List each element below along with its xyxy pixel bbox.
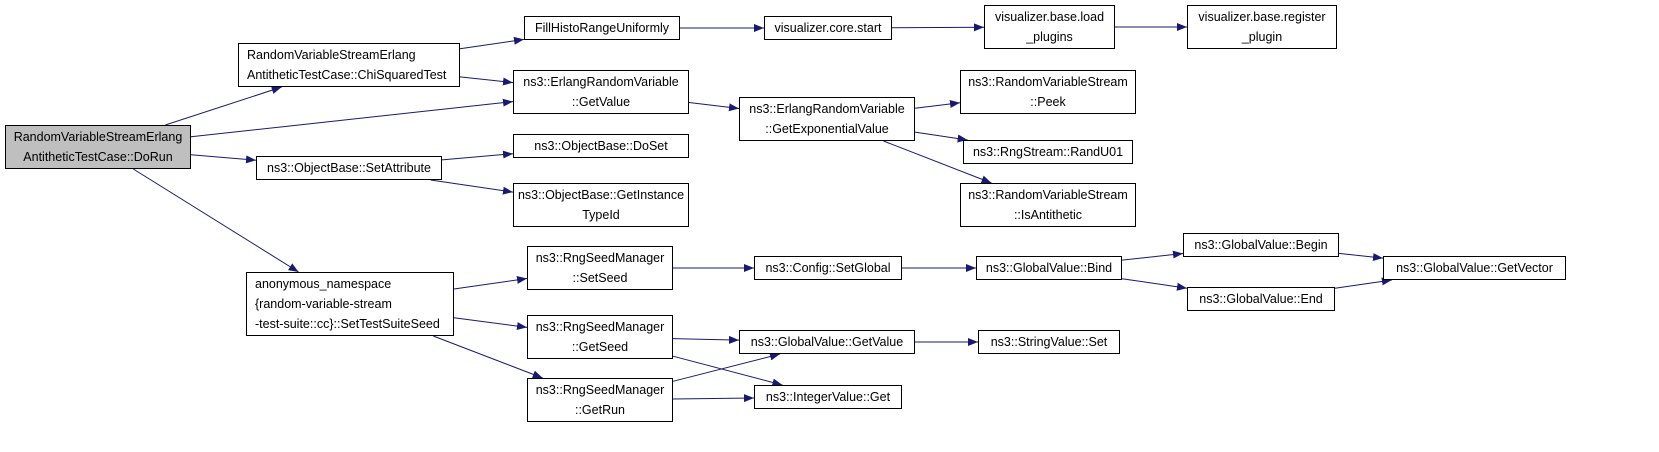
node-label-line: ns3::RngSeedManager xyxy=(535,251,665,265)
node-gv-getvector[interactable]: ns3::GlobalValue::GetVector xyxy=(1383,256,1566,280)
node-isanti[interactable]: ns3::RandomVariableStream::IsAntithetic xyxy=(960,183,1136,227)
node-label-line: ns3::GlobalValue::Begin xyxy=(1194,238,1328,252)
node-label-line: ::GetExponentialValue xyxy=(765,122,889,136)
edge-getexp-to-peek xyxy=(914,100,961,109)
node-label-line: ns3::ObjectBase::DoSet xyxy=(534,139,668,153)
node-label-line: _plugin xyxy=(1241,30,1283,44)
node-setglobal[interactable]: ns3::Config::SetGlobal xyxy=(754,256,902,280)
node-label-line: ::GetSeed xyxy=(571,340,629,354)
edge-anon-to-setseed xyxy=(453,275,528,290)
node-vis-load[interactable]: visualizer.base.load _plugins xyxy=(984,5,1115,49)
node-label-line: {random-variable-stream xyxy=(255,297,392,311)
node-label-line: ns3::RngStream::RandU01 xyxy=(972,145,1124,159)
node-doset[interactable]: ns3::ObjectBase::DoSet xyxy=(513,134,689,158)
edge-gv-end-to-gv-getvector xyxy=(1334,277,1392,289)
node-fillhisto[interactable]: FillHistoRangeUniformly xyxy=(524,16,680,40)
edge-dorun-to-chisq xyxy=(165,86,282,126)
node-getrun[interactable]: ns3::RngSeedManager::GetRun xyxy=(527,378,673,422)
node-label-line: ns3::ErlangRandomVariable xyxy=(523,75,679,89)
edge-setattr-to-doset xyxy=(441,150,514,161)
edge-getexp-to-randu01 xyxy=(914,131,968,143)
node-label-line: ::IsAntithetic xyxy=(1013,208,1083,222)
node-vis-start[interactable]: visualizer.core.start xyxy=(764,16,892,40)
node-randu01[interactable]: ns3::RngStream::RandU01 xyxy=(963,140,1133,164)
edge-getseed-to-gv-getvalue xyxy=(672,335,740,344)
node-label-line: ::Peek xyxy=(1030,95,1066,109)
node-label-line: ns3::ObjectBase::SetAttribute xyxy=(267,161,431,175)
node-label-line: anonymous_namespace xyxy=(255,277,392,291)
node-label-line: ::GetValue xyxy=(571,95,631,109)
node-label-line: ns3::GlobalValue::Bind xyxy=(985,261,1113,275)
node-intget[interactable]: ns3::IntegerValue::Get xyxy=(754,385,902,409)
node-gv-begin[interactable]: ns3::GlobalValue::Begin xyxy=(1183,233,1339,257)
edge-erlang-getvalue-to-getexp xyxy=(688,102,740,112)
node-label-line: ns3::RngSeedManager xyxy=(535,320,665,334)
node-getseed[interactable]: ns3::RngSeedManager::GetSeed xyxy=(527,315,673,359)
edge-setattr-to-getinstance xyxy=(430,179,514,195)
node-label-line: ::GetRun xyxy=(574,403,626,417)
node-label-line: ns3::RngSeedManager xyxy=(535,383,665,397)
node-label-line: ns3::RandomVariableStream xyxy=(968,75,1128,89)
edge-anon-to-getrun xyxy=(433,335,543,379)
node-anon[interactable]: anonymous_namespace {random-variable-stre… xyxy=(246,272,454,336)
edge-dorun-to-setattr xyxy=(190,154,257,164)
node-label-line: _plugins xyxy=(1026,30,1073,44)
node-label-line: -test-suite::cc}::SetTestSuiteSeed xyxy=(255,317,440,331)
node-peek[interactable]: ns3::RandomVariableStream::Peek xyxy=(960,70,1136,114)
node-strset[interactable]: ns3::StringValue::Set xyxy=(978,330,1120,354)
edge-dorun-to-erlang-getvalue xyxy=(190,98,514,138)
node-label-line: RandomVariableStreamErlang xyxy=(13,130,183,144)
node-label-line: ns3::ErlangRandomVariable xyxy=(749,102,905,116)
edge-getrun-to-intget xyxy=(672,394,755,403)
node-vis-register[interactable]: visualizer.base.register _plugin xyxy=(1187,5,1337,49)
node-label-line: visualizer.core.start xyxy=(774,21,882,35)
node-label-line: ns3::IntegerValue::Get xyxy=(765,390,891,404)
node-label-line: FillHistoRangeUniformly xyxy=(534,21,670,35)
node-label-line: ns3::ObjectBase::GetInstance xyxy=(517,188,685,202)
node-label-line: ns3::RandomVariableStream xyxy=(968,188,1128,202)
edge-anon-to-getseed xyxy=(453,317,528,331)
node-label-line: ns3::StringValue::Set xyxy=(990,335,1108,349)
node-erlang-getvalue[interactable]: ns3::ErlangRandomVariable::GetValue xyxy=(513,70,689,114)
node-label-line: visualizer.base.load xyxy=(994,10,1105,24)
node-setattr[interactable]: ns3::ObjectBase::SetAttribute xyxy=(256,156,442,180)
edge-chisq-to-fillhisto xyxy=(459,36,525,50)
node-label-line: ns3::Config::SetGlobal xyxy=(765,261,891,275)
edge-gv-bind-to-gv-end xyxy=(1121,278,1188,291)
node-label-line: ::SetSeed xyxy=(572,271,628,285)
edge-dorun-to-anon xyxy=(133,168,299,273)
edge-gv-bind-to-gv-begin xyxy=(1121,250,1184,261)
node-label-line: ns3::GlobalValue::GetVector xyxy=(1396,261,1553,275)
node-getexp[interactable]: ns3::ErlangRandomVariable::GetExponentia… xyxy=(739,97,915,141)
node-label-line: TypeId xyxy=(582,208,620,222)
node-setseed[interactable]: ns3::RngSeedManager::SetSeed xyxy=(527,246,673,290)
node-label-line: visualizer.base.register xyxy=(1198,10,1326,24)
node-gv-end[interactable]: ns3::GlobalValue::End xyxy=(1187,287,1335,311)
node-label-line: AntitheticTestCase::ChiSquaredTest xyxy=(247,68,447,82)
edge-gv-begin-to-gv-getvector xyxy=(1338,252,1384,262)
edge-chisq-to-erlang-getvalue xyxy=(459,76,514,86)
node-gv-getvalue[interactable]: ns3::GlobalValue::GetValue xyxy=(739,330,915,354)
edge-getrun-to-gv-getvalue xyxy=(672,352,781,382)
node-label-line: RandomVariableStreamErlang xyxy=(247,48,416,62)
edge-getseed-to-intget xyxy=(672,355,783,387)
node-label-line: ns3::GlobalValue::GetValue xyxy=(750,335,904,349)
edge-getexp-to-isanti xyxy=(883,140,992,184)
node-gv-bind[interactable]: ns3::GlobalValue::Bind xyxy=(976,256,1122,280)
node-label-line: ns3::GlobalValue::End xyxy=(1199,292,1323,306)
node-label-line: AntitheticTestCase::DoRun xyxy=(23,150,173,164)
